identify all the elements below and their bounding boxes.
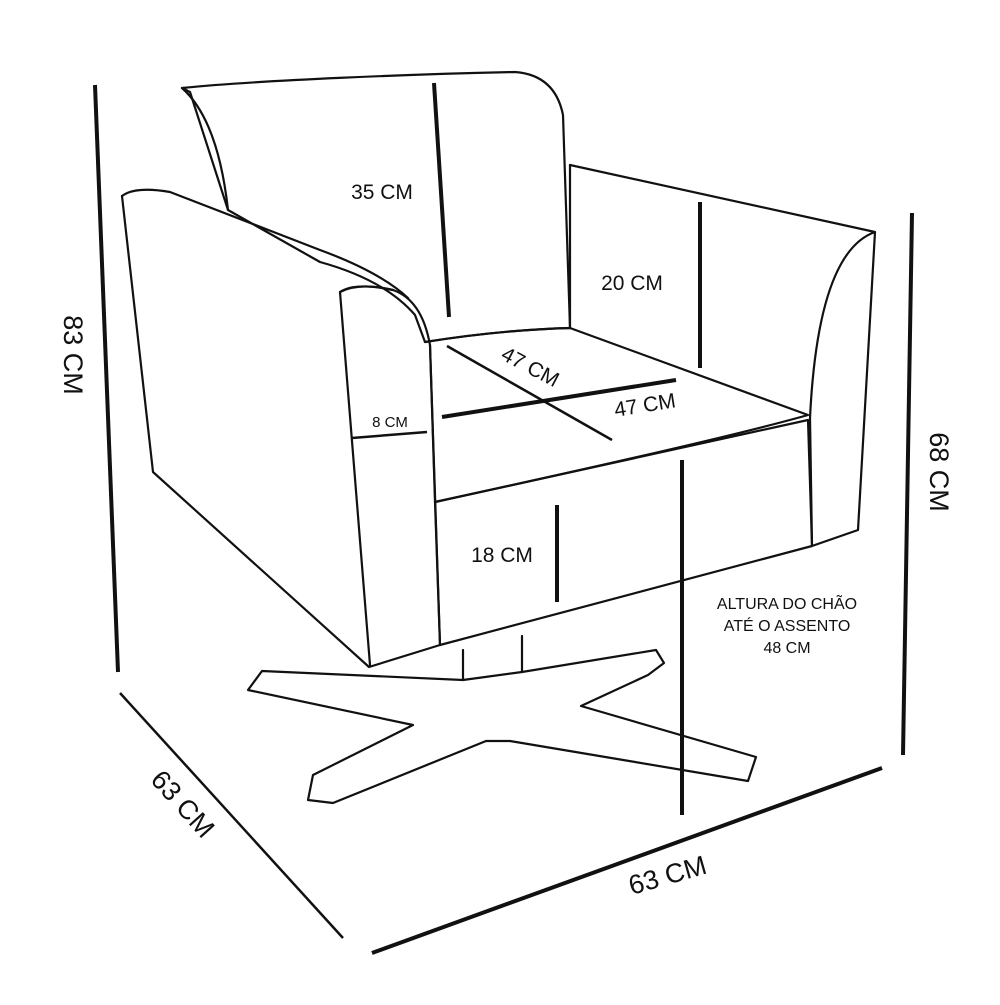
backrest xyxy=(180,70,572,344)
floor-to-seat-value: 48 CM xyxy=(763,640,810,657)
backrest-label: 35 CM xyxy=(351,181,413,204)
arm-height-label: 68 CM xyxy=(924,432,954,512)
seat-base-label: 18 CM xyxy=(471,544,533,567)
seat-depth-line xyxy=(446,344,613,442)
left-arm xyxy=(120,194,442,669)
total-height-line xyxy=(93,84,120,673)
seat-front xyxy=(433,418,814,647)
width-line xyxy=(371,766,883,955)
depth-label: 63 CM xyxy=(145,764,221,843)
dimension-labels: 83 CM 68 CM 35 CM 20 CM 47 CM 47 CM 8 CM… xyxy=(58,181,954,901)
chair-outline xyxy=(120,70,877,805)
right-arm xyxy=(568,163,877,548)
arm-height-line xyxy=(901,212,914,756)
swivel-column xyxy=(461,634,524,682)
floor-to-seat-line1: ALTURA DO CHÃO xyxy=(717,593,857,613)
depth-line xyxy=(119,692,344,939)
dimension-lines xyxy=(93,82,914,955)
arm-above-seat-label: 20 CM xyxy=(601,272,663,295)
arm-width-label: 8 CM xyxy=(372,414,408,431)
star-base xyxy=(246,648,758,805)
floor-to-seat-line2: ATÉ O ASSENTO xyxy=(724,616,851,635)
seat-depth-label: 47 CM xyxy=(497,343,562,392)
seat-width-label: 47 CM xyxy=(613,389,678,421)
seat-width-line xyxy=(441,378,677,419)
arm-width-line xyxy=(351,430,428,440)
backrest-line xyxy=(432,82,451,318)
total-height-label: 83 CM xyxy=(58,315,88,395)
